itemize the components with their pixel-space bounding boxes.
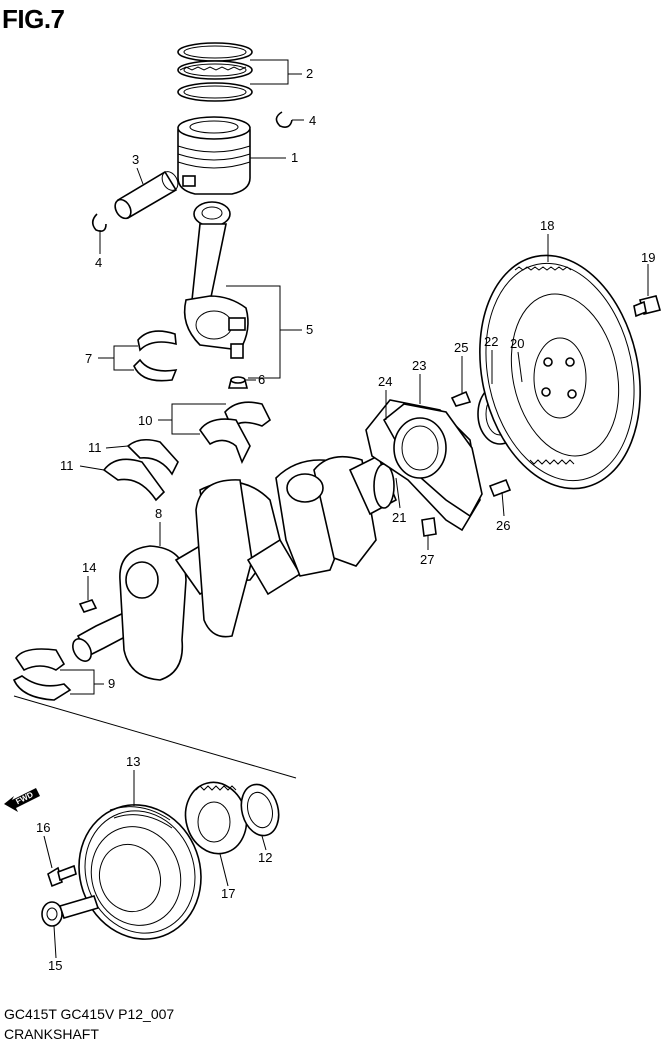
piston-rings [177,42,253,102]
callout-5: 5 [306,322,313,337]
callout-6: 6 [258,372,265,387]
seal-housing-gasket [365,399,483,532]
flywheel [479,254,641,490]
callout-3: 3 [132,152,139,167]
piston [177,116,251,195]
callout-13: 13 [126,754,140,769]
crank-bearing-9-upper [15,648,66,672]
callout-25: 25 [454,340,468,355]
callout-16: 16 [36,820,50,835]
main-bearing-lower-a [126,438,179,476]
callout-24: 24 [378,374,392,389]
callout-23: 23 [412,358,426,373]
snap-ring-upper [275,111,293,128]
con-rod-bearing-upper [137,330,177,352]
callout-18: 18 [540,218,554,233]
callout-15: 15 [48,958,62,973]
crank-pulley [78,804,202,940]
callout-7: 7 [85,351,92,366]
callout-14: 14 [82,560,96,575]
crank-bearing-9-lower [12,675,72,701]
crank-key [78,599,98,613]
callout-9: 9 [108,676,115,691]
bolt-25 [450,390,472,407]
dowel-pin-27 [421,517,437,537]
callout-12: 12 [258,850,272,865]
figure-code: GC415T GC415V P12_007 [4,1006,175,1022]
callout-22: 22 [484,334,498,349]
bolt-16 [47,864,77,888]
piston-pin [114,170,179,220]
figure-name: CRANKSHAFT [4,1026,99,1042]
con-rod-bearing-lower [133,358,178,382]
callout-8: 8 [155,506,162,521]
fwd-arrow-icon [4,788,40,812]
callout-4-upper: 4 [309,113,316,128]
bolt-15 [41,895,100,927]
main-bearing-lower-b [102,458,166,502]
leader-lines [43,59,649,959]
callout-20: 20 [510,336,524,351]
callout-26: 26 [496,518,510,533]
crankshaft [72,454,398,681]
bolt-26 [488,478,512,498]
flywheel-bolt [633,295,661,318]
callout-10: 10 [138,413,152,428]
callout-1: 1 [291,150,298,165]
main-bearing-upper-b [199,418,251,464]
callout-11-upper: 11 [88,440,102,455]
snap-ring-lower [91,213,107,232]
con-rod-nut [227,376,249,389]
figure-title: FIG.7 [2,4,65,34]
callout-11-lower: 11 [60,458,74,473]
callout-27: 27 [420,552,434,567]
callout-17: 17 [221,886,235,901]
callout-19: 19 [641,250,655,265]
callout-labels: 1 2 3 4 4 5 6 7 8 9 10 11 11 12 13 14 15… [14,66,655,973]
spacer-12 [240,783,280,837]
connecting-rod [183,201,249,359]
callout-4-lower: 4 [95,255,102,270]
callout-21: 21 [392,510,406,525]
callout-2: 2 [306,66,313,81]
group-divider [13,695,297,779]
